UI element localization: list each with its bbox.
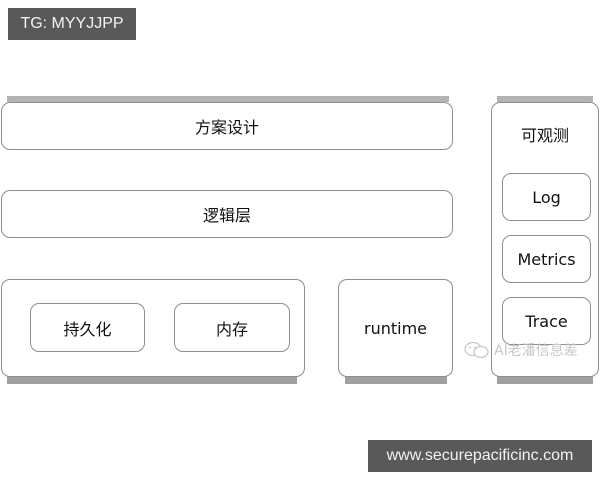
metrics-box: Metrics — [502, 235, 591, 283]
top-left-tag: TG: MYYJJPP — [8, 8, 136, 40]
solution-design-label: 方案设计 — [194, 118, 259, 137]
memory-label: 内存 — [215, 319, 248, 339]
log-box: Log — [502, 173, 591, 221]
persistence-box: 持久化 — [30, 303, 145, 352]
bottom-right-tag: www.securepacificinc.com — [368, 440, 592, 472]
logic-layer-box: 逻辑层 — [1, 190, 453, 238]
bottom-band-observability — [497, 376, 593, 384]
wechat-icon — [464, 341, 490, 359]
top-band-right — [497, 96, 593, 102]
solution-design-box: 方案设计 — [1, 102, 453, 150]
top-band-left — [7, 96, 449, 102]
metrics-label: Metrics — [517, 249, 576, 269]
top-left-tag-text: TG: MYYJJPP — [20, 15, 124, 32]
persistence-label: 持久化 — [63, 319, 112, 339]
trace-box: Trace — [502, 297, 591, 345]
runtime-label: runtime — [363, 318, 427, 338]
logic-layer-label: 逻辑层 — [202, 206, 251, 225]
bottom-band-storage — [7, 376, 297, 384]
observability-title: 可观测 — [520, 126, 569, 145]
watermark: AI老潘信息差 — [464, 340, 578, 360]
bottom-band-runtime — [345, 376, 447, 384]
bottom-right-tag-text: www.securepacificinc.com — [386, 447, 574, 464]
memory-box: 内存 — [174, 303, 290, 352]
watermark-text: AI老潘信息差 — [494, 343, 578, 359]
runtime-box: runtime — [338, 279, 453, 377]
log-label: Log — [532, 187, 561, 207]
trace-label: Trace — [525, 311, 568, 331]
